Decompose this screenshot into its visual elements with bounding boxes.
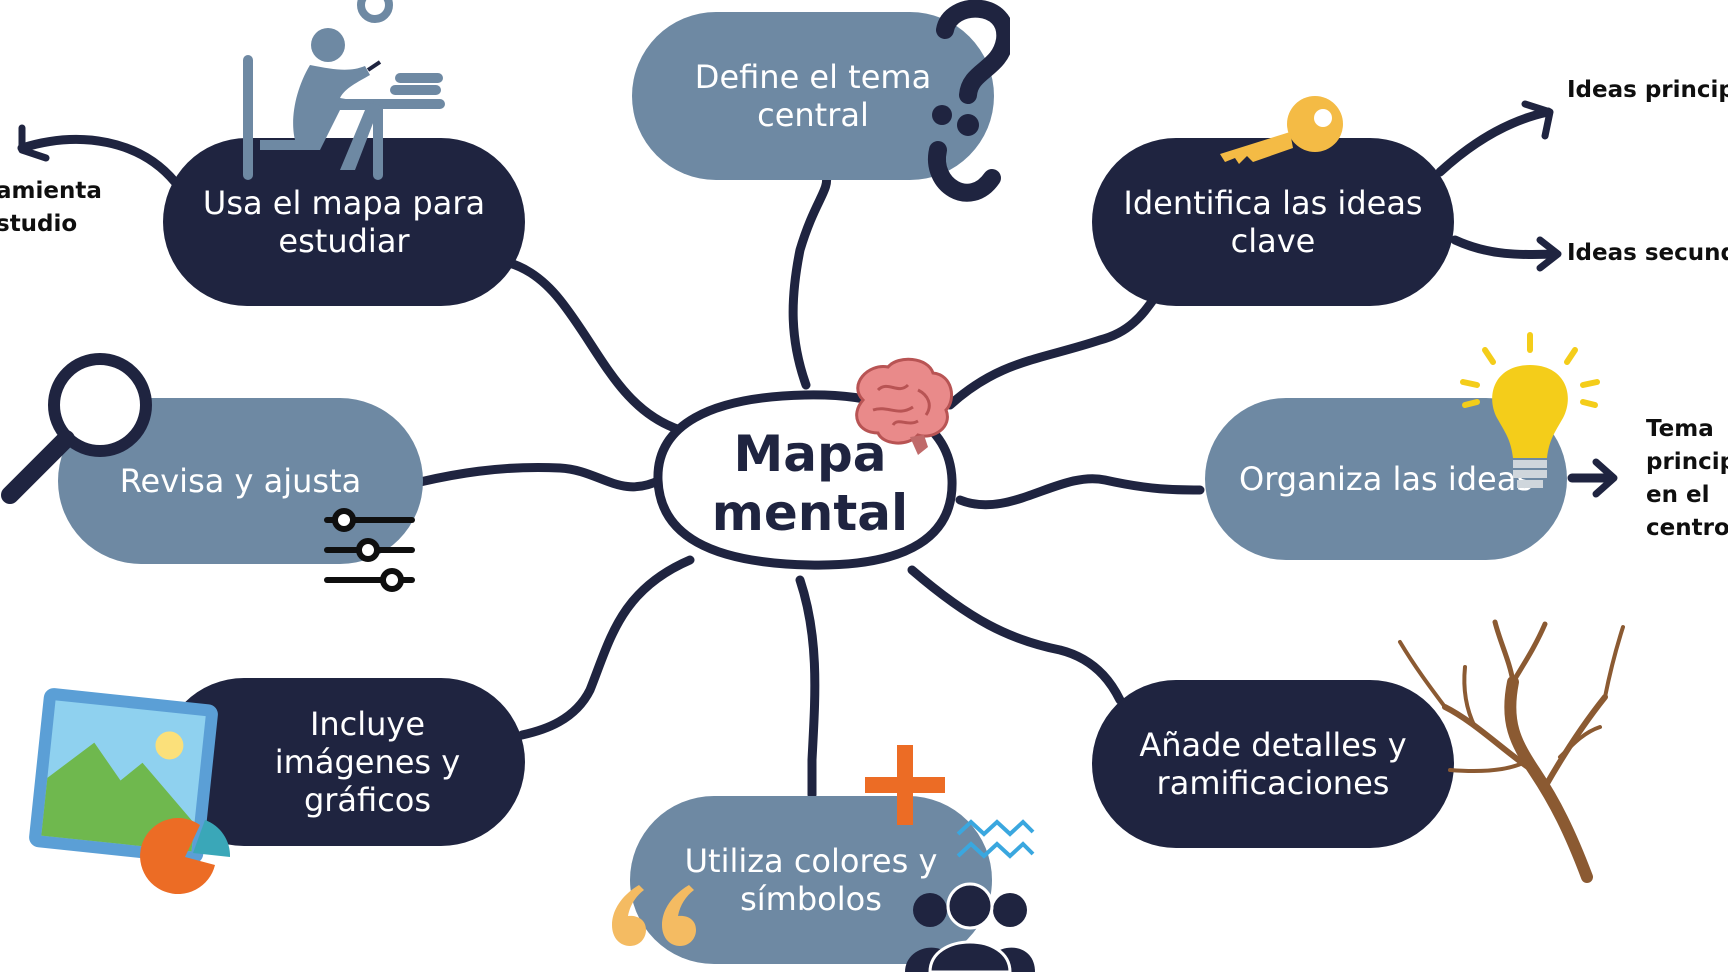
note-secondary-ideas: Ideas secunda	[1567, 240, 1728, 266]
branch-identifica-ideas-label: Identifica las ideas clave	[1123, 184, 1423, 260]
branch-define-tema-label: Define el tema central	[694, 58, 932, 134]
plus-icon	[865, 745, 945, 825]
sliders-icon	[324, 508, 415, 592]
branch-incluye-imagenes: Incluye imágenes y gráficos	[160, 678, 525, 846]
arrowhead-central-topic	[1592, 458, 1618, 498]
connector-organiza	[955, 474, 1205, 510]
connector-identifica	[945, 280, 1170, 410]
student-desk-icon	[243, 0, 445, 180]
branch-usa-mapa-label: Usa el mapa para estudiar	[202, 184, 486, 260]
quote-icon	[612, 885, 696, 946]
note-tool: amienta studio	[0, 175, 102, 241]
note-main-ideas: Ideas principa	[1567, 77, 1728, 103]
branch-usa-mapa: Usa el mapa para estudiar	[163, 138, 525, 306]
note-central-topic-line-1: Tema	[1646, 416, 1714, 442]
arrow-main-ideas	[1435, 107, 1553, 177]
branch-organiza-ideas-label: Organiza las ideas	[1239, 460, 1533, 498]
center-title: Mapa mental	[711, 425, 909, 542]
arrowhead-secondary-ideas	[1536, 236, 1562, 272]
lightbulb-icon	[1460, 332, 1600, 488]
note-central-topic-line-2: princip	[1646, 449, 1728, 475]
magnifier-icon	[1, 353, 152, 504]
connector-incluye	[517, 555, 695, 740]
note-central-topic-line-3: en el	[1646, 482, 1710, 508]
branch-identifica-ideas: Identifica las ideas clave	[1092, 138, 1454, 306]
brain-icon	[855, 357, 954, 455]
connector-anade	[907, 565, 1125, 705]
arrowhead-tool	[18, 124, 50, 162]
people-group-icon	[905, 882, 1035, 972]
connector-define	[788, 170, 832, 390]
note-central-topic-line-4: centro	[1646, 515, 1728, 541]
connector-utiliza	[795, 575, 820, 800]
branch-anade-detalles-label: Añade detalles y ramificaciones	[1139, 726, 1407, 802]
arrow-secondary-ideas	[1450, 235, 1560, 259]
arrow-tool	[17, 135, 180, 187]
connector-usa	[500, 257, 685, 435]
note-central-topic: Tema princip en el centro	[1646, 413, 1728, 545]
wave-icon	[956, 819, 1035, 859]
tree-branch-icon	[1398, 619, 1625, 883]
note-tool-line-2: studio	[0, 211, 78, 237]
branch-anade-detalles: Añade detalles y ramificaciones	[1092, 680, 1454, 848]
branch-incluye-imagenes-label: Incluye imágenes y gráficos	[274, 705, 461, 819]
question-mark-icon	[927, 0, 1010, 202]
note-tool-line-1: amienta	[0, 178, 102, 204]
arrowhead-main-ideas	[1521, 100, 1554, 140]
connector-revisa	[415, 463, 665, 492]
key-icon	[1220, 96, 1343, 164]
branch-utiliza-colores-label: Utiliza colores y símbolos	[684, 842, 938, 918]
picture-icon	[29, 688, 231, 895]
branch-revisa-ajusta-label: Revisa y ajusta	[119, 462, 362, 500]
center-node-shape	[653, 390, 957, 570]
